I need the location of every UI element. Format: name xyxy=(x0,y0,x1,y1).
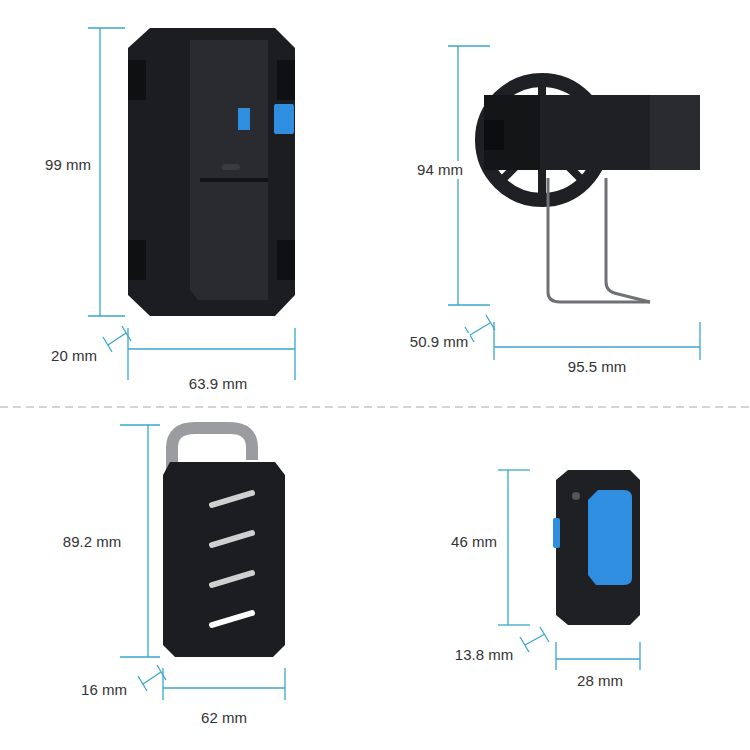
case-body xyxy=(128,28,295,316)
dimension-label: 13.8 mm xyxy=(453,646,515,664)
case-notch xyxy=(277,240,295,280)
dimension-tick xyxy=(294,328,295,380)
dimension-label: 46 mm xyxy=(449,533,499,551)
dimension-label: 95.5 mm xyxy=(566,358,628,376)
clip-slot xyxy=(212,493,252,505)
dimension-tick xyxy=(639,642,640,670)
dimension-tick xyxy=(120,424,160,425)
dimension-tick xyxy=(138,676,147,691)
dimension-line xyxy=(108,333,126,345)
case-groove xyxy=(200,178,268,182)
dimension-label: 94 mm xyxy=(415,161,465,179)
dimension-line xyxy=(163,687,285,688)
remote-fob xyxy=(553,470,640,625)
holder-wire xyxy=(548,178,650,302)
separator-line xyxy=(0,406,750,408)
dimension-line xyxy=(143,672,161,684)
dimension-tick xyxy=(486,315,495,330)
dimension-line xyxy=(470,323,490,335)
dimension-label: 63.9 mm xyxy=(187,375,249,393)
clip-slot xyxy=(212,613,252,625)
dimension-tick xyxy=(498,624,530,625)
dimension-label: 89.2 mm xyxy=(61,533,123,551)
holder-clamp-end xyxy=(650,95,700,170)
dimension-tick xyxy=(120,656,160,657)
dimension-tick xyxy=(448,304,490,305)
fob-side-button xyxy=(553,518,560,548)
dimension-label: 50.9 mm xyxy=(408,333,470,351)
dimension-tick xyxy=(555,642,556,670)
belt-clip xyxy=(163,428,285,657)
clip-slot xyxy=(212,573,252,585)
dimension-tick xyxy=(157,665,166,680)
dimension-line xyxy=(525,634,545,645)
dimension-tick xyxy=(520,637,529,652)
dimension-tick xyxy=(699,322,700,360)
dimension-label: 16 mm xyxy=(79,681,129,699)
dimension-tick xyxy=(162,668,163,700)
dimension-tick xyxy=(88,315,125,316)
holder-notch xyxy=(484,120,504,150)
clip-slot xyxy=(212,533,252,545)
case-notch xyxy=(128,60,146,100)
phone-case xyxy=(128,28,295,316)
dimension-line xyxy=(494,346,700,347)
dimension-line xyxy=(507,470,508,625)
dimension-label: 28 mm xyxy=(575,672,625,690)
dimension-label: 99 mm xyxy=(43,156,93,174)
case-slot xyxy=(222,164,240,170)
dimension-line xyxy=(147,425,148,657)
case-notch xyxy=(277,60,295,100)
dimension-line xyxy=(128,348,295,349)
clip-body xyxy=(163,462,285,657)
dimension-tick xyxy=(284,668,285,700)
fob-led xyxy=(572,492,580,500)
dimension-tick xyxy=(498,469,530,470)
fob-body xyxy=(556,470,640,625)
holder-clamp xyxy=(484,95,700,170)
dimension-label: 20 mm xyxy=(49,347,99,365)
holder-clamp-end xyxy=(484,95,540,170)
blue-tab xyxy=(274,104,294,134)
dimension-tick xyxy=(103,337,112,352)
dimension-tick xyxy=(122,326,131,341)
case-notch xyxy=(128,240,146,280)
dimension-tick xyxy=(88,27,125,28)
fob-button xyxy=(588,490,632,585)
dimension-label: 62 mm xyxy=(199,709,249,727)
blue-tab xyxy=(238,108,250,130)
dimension-lines xyxy=(88,28,700,700)
dimension-tick xyxy=(448,45,490,46)
case-panel xyxy=(190,40,268,300)
dimension-line xyxy=(556,658,640,659)
dimension-line xyxy=(99,28,100,316)
dimension-tick xyxy=(540,627,549,642)
holder-wire xyxy=(606,178,650,302)
bike-holder xyxy=(482,80,700,302)
